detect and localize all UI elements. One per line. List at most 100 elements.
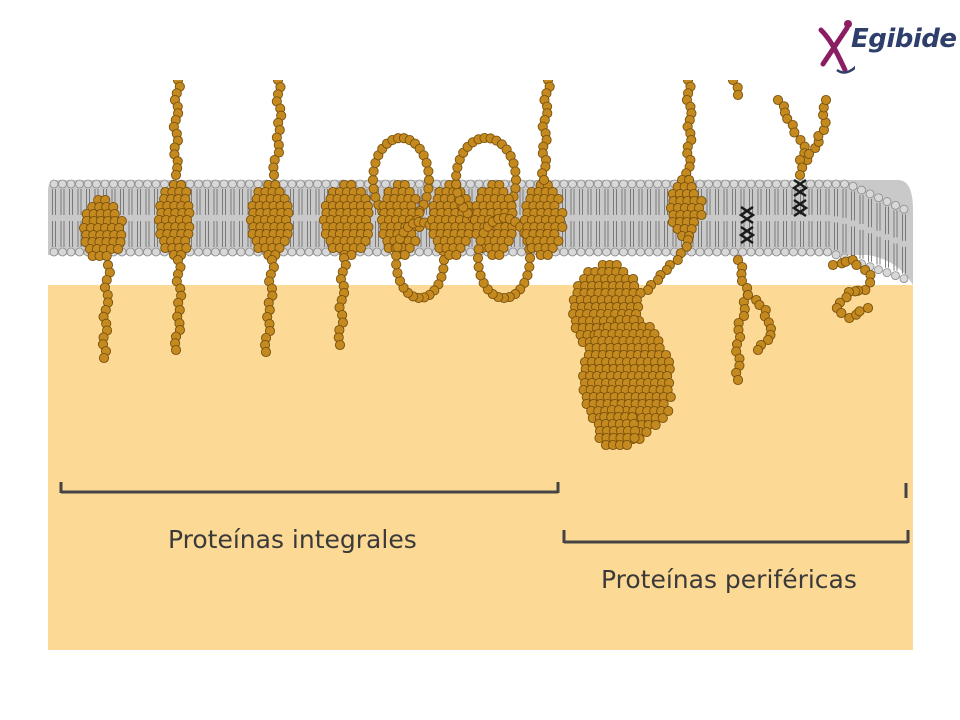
membrane-illustration [48,80,913,544]
lipid-head [49,179,59,189]
lipid-tail [885,206,889,268]
lipid-head [219,247,229,257]
lipid-head [772,247,781,257]
amino-acid-bead [404,242,415,254]
lipid-tail [137,189,141,247]
lipid-head [874,193,883,203]
glycan-crosslink [738,225,756,245]
lipid-head [780,247,790,257]
lipid-head [143,247,152,257]
lipid-head [287,179,297,189]
amino-acid-bead [370,192,381,203]
amino-acid-bead [170,344,182,356]
lipid-head [134,247,144,257]
amino-acid-bead [367,174,379,186]
lipid-head [882,197,892,206]
lipid-tail [613,189,617,247]
amino-acid-bead [423,166,434,177]
lipid-head [755,179,764,189]
lipid-head [653,179,662,189]
lipid-tail [706,189,711,247]
amino-acid-bead [279,235,290,247]
amino-acid-bead [524,252,536,264]
lipid-head [296,247,305,257]
lipid-tail [851,191,855,256]
lipid-tail [111,189,116,247]
lipid-head [593,247,603,257]
amino-acid-bead [98,352,110,364]
lipid-tail [766,189,770,247]
lipid-head [780,179,790,189]
lipid-head [211,247,220,257]
amino-acid-bead [524,261,535,272]
amino-acid-bead [820,94,832,106]
lipid-head [891,200,900,210]
glycolipid-marks [738,178,809,245]
lipid-head [831,179,841,189]
lipid-tail [315,189,320,247]
lipid-tail [749,189,753,247]
amino-acid-bead [542,249,553,261]
amino-acid-bead [451,179,462,190]
lipid-tail [740,189,745,247]
lipid-head [746,179,756,189]
lipid-head [355,179,365,189]
lipid-tail [120,189,124,247]
lipid-head [313,179,322,189]
lipid-head [644,247,654,257]
amino-acid-bead [460,235,471,247]
lipid-head [321,179,331,189]
lipid-tail [664,189,668,247]
lipid-head [602,247,611,257]
lipid-head [466,247,475,257]
amino-acid-bead [451,170,462,181]
lipid-head [806,179,815,189]
lipid-head [823,179,832,189]
amino-acid-bead [736,275,748,287]
lipid-head [636,179,645,189]
lipid-head [721,247,730,257]
lipid-head [627,179,637,189]
lipid-head [415,179,424,189]
lipid-head [381,179,390,189]
lipid-tail [808,189,813,247]
amino-acid-bead [473,244,484,255]
lipid-head [789,247,798,257]
lipid-head [75,179,84,189]
lipid-head [117,179,127,189]
lipid-head [874,265,883,275]
lipid-head [568,179,577,189]
lipid-head [746,247,756,257]
amino-acid-bead [421,157,432,168]
lipid-head [619,179,628,189]
amino-acid-bead [732,89,744,101]
amino-acid-bead [452,187,463,198]
amino-acid-bead [672,254,683,266]
amino-acid-bead [641,426,652,438]
lipid-head [585,179,594,189]
lipid-tail [638,189,643,247]
lipid-head [194,179,203,189]
lipid-head [695,179,705,189]
lipid-tail [868,198,872,262]
amino-acid-bead [665,391,676,403]
amino-acid-bead [738,310,749,322]
amino-acid-bead [553,235,564,247]
amino-acid-bead [510,166,521,177]
amino-acid-bead [851,259,862,271]
lipid-head [304,247,314,257]
lipid-head [857,185,866,195]
amino-acid-bead [510,183,521,194]
lipid-head [279,179,288,189]
lipid-head [66,247,76,257]
lipid-head [610,247,620,257]
lipid-head [466,179,475,189]
lipid-tail [902,214,906,274]
lipid-tail [630,189,634,247]
lipid-tail [817,189,821,247]
lipid-tail [621,189,626,247]
lipid-head [134,179,144,189]
amino-acid-bead [368,183,379,194]
lipid-head [704,179,713,189]
amino-acid-bead [260,346,272,358]
